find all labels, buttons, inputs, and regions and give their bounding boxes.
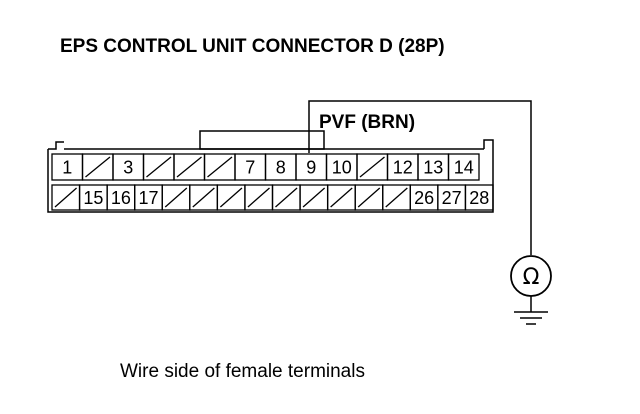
unused-slash: [247, 187, 270, 208]
terminal-7: 7: [234, 153, 267, 181]
connector-housing-left-notch: [48, 141, 64, 150]
terminal-unused: [81, 153, 114, 181]
unused-slash: [176, 156, 202, 178]
diagram-title: EPS CONTROL UNIT CONNECTOR D (28P): [60, 36, 445, 57]
terminal-unused: [189, 184, 219, 211]
terminal-17: 17: [134, 184, 163, 211]
terminal-unused: [244, 184, 274, 211]
terminal-number: 15: [83, 188, 103, 208]
terminal-number: 28: [469, 188, 489, 208]
terminal-number: 16: [111, 188, 131, 208]
unused-slash: [275, 187, 298, 208]
ohm-symbol: Ω: [523, 265, 540, 290]
terminal-26: 26: [409, 184, 439, 211]
test-lead-wire: [308, 100, 532, 255]
connector-lock-tab: [199, 130, 325, 150]
unused-slash: [330, 187, 353, 208]
terminal-unused: [271, 184, 301, 211]
terminal-1: 1: [51, 153, 84, 181]
terminal-unused: [173, 153, 206, 181]
terminal-number: 3: [123, 158, 133, 178]
terminal-number: 14: [454, 158, 474, 178]
connector-bottom-row: 15 16 17 26 27 28: [51, 184, 494, 211]
terminal-unused: [216, 184, 246, 211]
unused-slash: [192, 187, 215, 208]
terminal-unused: [161, 184, 191, 211]
terminal-12: 12: [386, 153, 419, 181]
terminal-unused: [382, 184, 411, 211]
unused-slash: [302, 187, 326, 208]
terminal-number: 12: [393, 158, 413, 178]
terminal-unused: [51, 184, 81, 211]
terminal-8: 8: [264, 153, 297, 181]
terminal-number: 7: [245, 158, 255, 178]
connector-housing: [47, 139, 494, 213]
terminal-unused: [326, 184, 356, 211]
terminal-10: 10: [325, 153, 358, 181]
terminal-cell: [447, 153, 480, 181]
terminal-16: 16: [106, 184, 136, 211]
terminal-number: 27: [442, 188, 462, 208]
terminal-number: 1: [62, 158, 72, 178]
terminal-unused: [299, 184, 329, 211]
terminal-3: 3: [112, 153, 145, 181]
unused-slash: [219, 187, 243, 208]
unused-slash: [207, 156, 233, 178]
terminal-number: 17: [138, 188, 158, 208]
terminal-13: 13: [417, 153, 450, 181]
terminal-number: 8: [276, 158, 286, 178]
terminal-unused: [354, 184, 384, 211]
unused-slash: [54, 187, 77, 208]
terminal-27: 27: [437, 184, 467, 211]
terminal-unused: [356, 153, 389, 181]
unused-slash: [385, 187, 408, 208]
terminal-unused: [203, 153, 236, 181]
terminal-cell: [464, 184, 494, 211]
terminal-number: 10: [332, 158, 352, 178]
terminal-9: 9: [295, 153, 328, 181]
unused-slash: [146, 156, 172, 178]
terminal-number: 26: [414, 188, 434, 208]
terminal-number: 9: [306, 158, 316, 178]
unused-slash: [359, 156, 385, 178]
unused-slash: [357, 187, 381, 208]
terminal-unused: [142, 153, 175, 181]
unused-slash: [164, 187, 188, 208]
diagram-caption: Wire side of female terminals: [120, 361, 365, 382]
wire-label: PVF (BRN): [319, 112, 415, 133]
unused-slash: [85, 156, 111, 178]
terminal-14: 14: [447, 153, 480, 181]
terminal-28: 28: [464, 184, 494, 211]
ground-icon: [514, 296, 548, 325]
terminal-15: 15: [78, 184, 108, 211]
terminal-number: 13: [423, 158, 443, 178]
